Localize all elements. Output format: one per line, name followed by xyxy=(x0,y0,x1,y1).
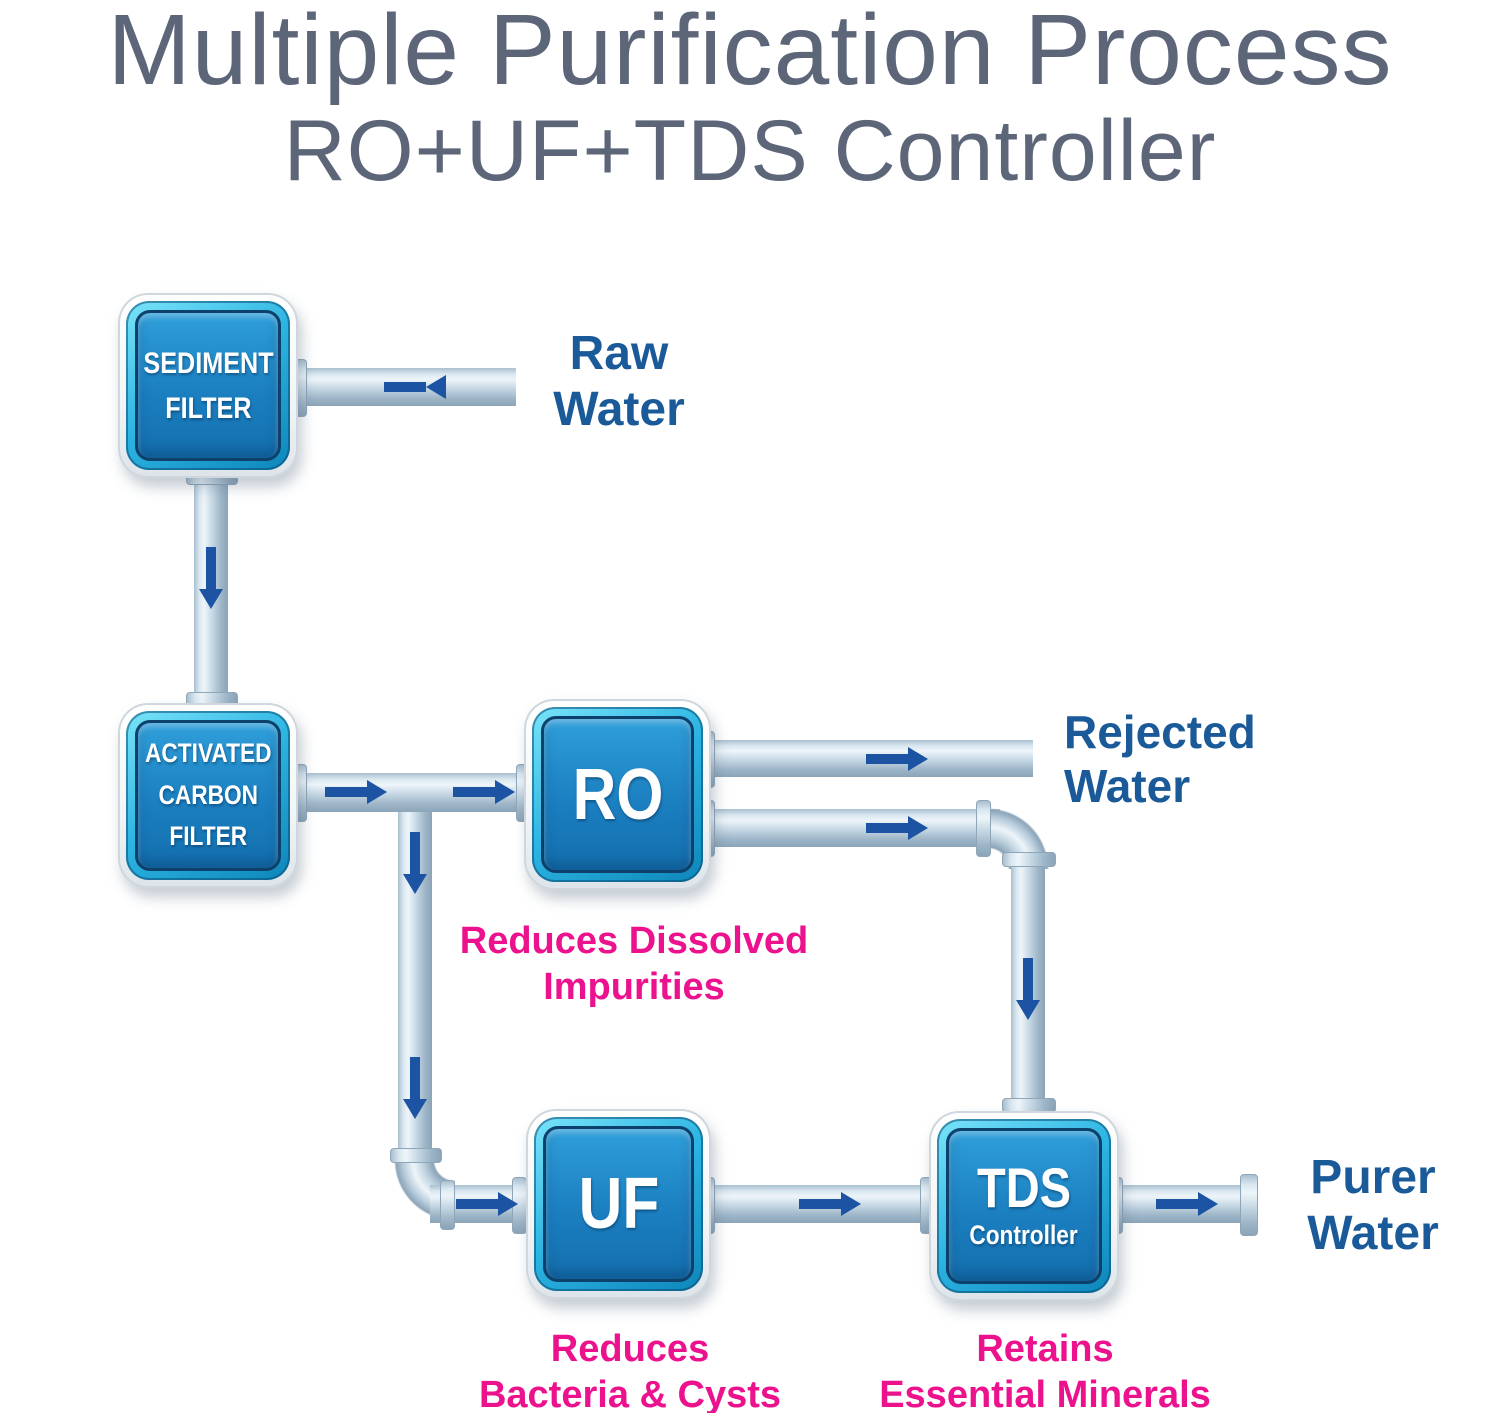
pipe-flange xyxy=(1002,852,1056,867)
ro-note-line: Impurities xyxy=(543,966,725,1009)
uf-note-line: Reduces xyxy=(550,1328,710,1370)
ro-note-line: Reduces Dissolved xyxy=(459,920,809,962)
rejected-water-line: Water xyxy=(1064,759,1191,812)
page-title: Multiple Purification Process xyxy=(107,0,1393,106)
tds-note-line: Essential Minerals xyxy=(879,1374,1211,1413)
ro-box: RO xyxy=(524,699,711,890)
flow-arrow-to-tds xyxy=(1016,958,1040,1020)
ro-note: Reduces Dissolved Impurities xyxy=(450,918,818,1011)
purer-water-line: Water xyxy=(1307,1207,1439,1261)
flow-arrow-branch-down-1 xyxy=(403,832,427,894)
pipe-ro-to-elbow xyxy=(706,809,1000,847)
uf-ring: UF xyxy=(534,1117,703,1291)
ro-core: RO xyxy=(541,716,694,873)
raw-water-line: Water xyxy=(553,383,685,437)
activated-carbon-core: ACTIVATED CARBON FILTER xyxy=(135,720,281,871)
diagram-header: Multiple Purification Process RO+UF+TDS … xyxy=(0,0,1500,194)
uf-note-line: Bacteria & Cysts xyxy=(478,1374,782,1413)
tds-ring: TDS Controller xyxy=(937,1119,1111,1293)
flow-arrow-sediment-down xyxy=(199,547,223,609)
pipe-flange xyxy=(440,1180,455,1230)
flow-arrow-uf-to-tds xyxy=(799,1192,861,1216)
flow-arrow-raw-in xyxy=(384,375,446,399)
tds-controller-box: TDS Controller xyxy=(929,1111,1119,1301)
sediment-filter-core: SEDIMENT FILTER xyxy=(135,310,281,461)
purer-water-label: Purer Water xyxy=(1278,1150,1468,1262)
raw-water-label: Raw Water xyxy=(528,326,710,438)
pipe-end-cap xyxy=(1240,1174,1258,1236)
flow-arrow-branch-down-2 xyxy=(403,1057,427,1119)
uf-core: UF xyxy=(543,1126,694,1282)
sediment-filter-box: SEDIMENT FILTER xyxy=(118,293,298,478)
activated-carbon-label: ACTIVATED xyxy=(144,737,272,768)
tds-note: Retains Essential Minerals xyxy=(845,1326,1245,1413)
purer-water-line: Purer xyxy=(1310,1151,1436,1204)
uf-label: UF xyxy=(578,1164,659,1244)
pipe-flange xyxy=(976,800,991,857)
page-subtitle: RO+UF+TDS Controller xyxy=(283,103,1217,199)
activated-carbon-label: FILTER xyxy=(169,821,247,852)
flow-arrow-to-ro xyxy=(453,780,515,804)
pipe-flange xyxy=(390,1148,442,1163)
tds-controller-label: Controller xyxy=(969,1219,1079,1250)
flow-arrow-rejected xyxy=(866,747,928,771)
flow-arrow-into-uf xyxy=(456,1192,518,1216)
activated-carbon-ring: ACTIVATED CARBON FILTER xyxy=(126,711,290,880)
sediment-filter-ring: SEDIMENT FILTER xyxy=(126,301,290,470)
tds-core: TDS Controller xyxy=(946,1128,1102,1284)
rejected-water-label: Rejected Water xyxy=(1064,706,1256,814)
flow-arrow-purer-out xyxy=(1156,1192,1218,1216)
ro-label: RO xyxy=(572,754,663,835)
activated-carbon-filter-box: ACTIVATED CARBON FILTER xyxy=(118,703,298,888)
rejected-water-line: Rejected xyxy=(1064,706,1256,758)
uf-box: UF xyxy=(526,1109,711,1299)
ro-ring: RO xyxy=(532,707,703,882)
tds-label: TDS xyxy=(976,1156,1072,1220)
raw-water-line: Raw xyxy=(569,327,669,380)
sediment-filter-label: FILTER xyxy=(164,391,252,425)
uf-note: Reduces Bacteria & Cysts xyxy=(430,1326,830,1413)
tds-note-line: Retains xyxy=(976,1328,1114,1370)
flow-arrow-carbon-out xyxy=(325,780,387,804)
activated-carbon-label: CARBON xyxy=(158,779,258,810)
flow-arrow-ro-out xyxy=(866,816,928,840)
sediment-filter-label: SEDIMENT xyxy=(142,346,274,380)
